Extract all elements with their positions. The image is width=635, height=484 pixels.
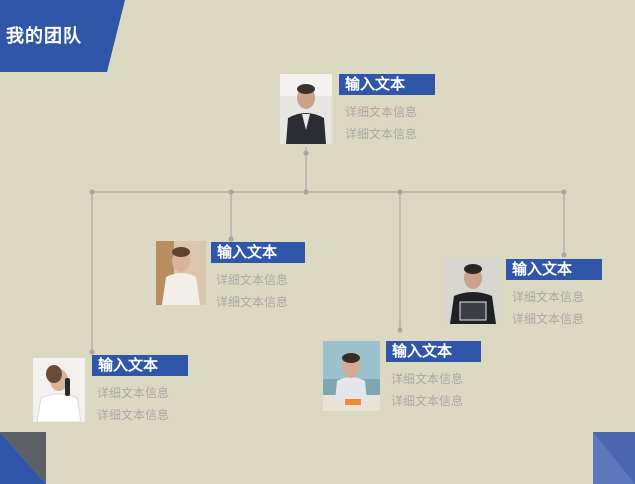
- member-detail: 详细文本信息: [512, 312, 585, 326]
- member-detail: 详细文本信息: [345, 105, 418, 119]
- title-banner: [0, 0, 125, 72]
- member-detail: 详细文本信息: [345, 127, 418, 141]
- member-detail: 详细文本信息: [216, 295, 289, 309]
- member-photo: [33, 358, 85, 422]
- member-detail: 详细文本信息: [97, 386, 170, 400]
- member-detail: 详细文本信息: [391, 372, 464, 386]
- member-name: 输入文本: [386, 341, 481, 362]
- member-name: 输入文本: [339, 74, 435, 95]
- member-photo: [323, 341, 380, 411]
- member-photo: [446, 258, 500, 324]
- member-name: 输入文本: [92, 355, 188, 376]
- corner-decoration-right: [593, 432, 635, 484]
- member-detail: 详细文本信息: [216, 273, 289, 287]
- member-name: 输入文本: [211, 242, 305, 263]
- member-photo: [280, 74, 332, 144]
- member-detail: 详细文本信息: [391, 394, 464, 408]
- member-name: 输入文本: [506, 259, 602, 280]
- page-title: 我的团队: [6, 26, 82, 47]
- member-detail: 详细文本信息: [97, 408, 170, 422]
- member-photo: [156, 241, 206, 305]
- corner-decoration-left: [0, 432, 46, 484]
- member-detail: 详细文本信息: [512, 290, 585, 304]
